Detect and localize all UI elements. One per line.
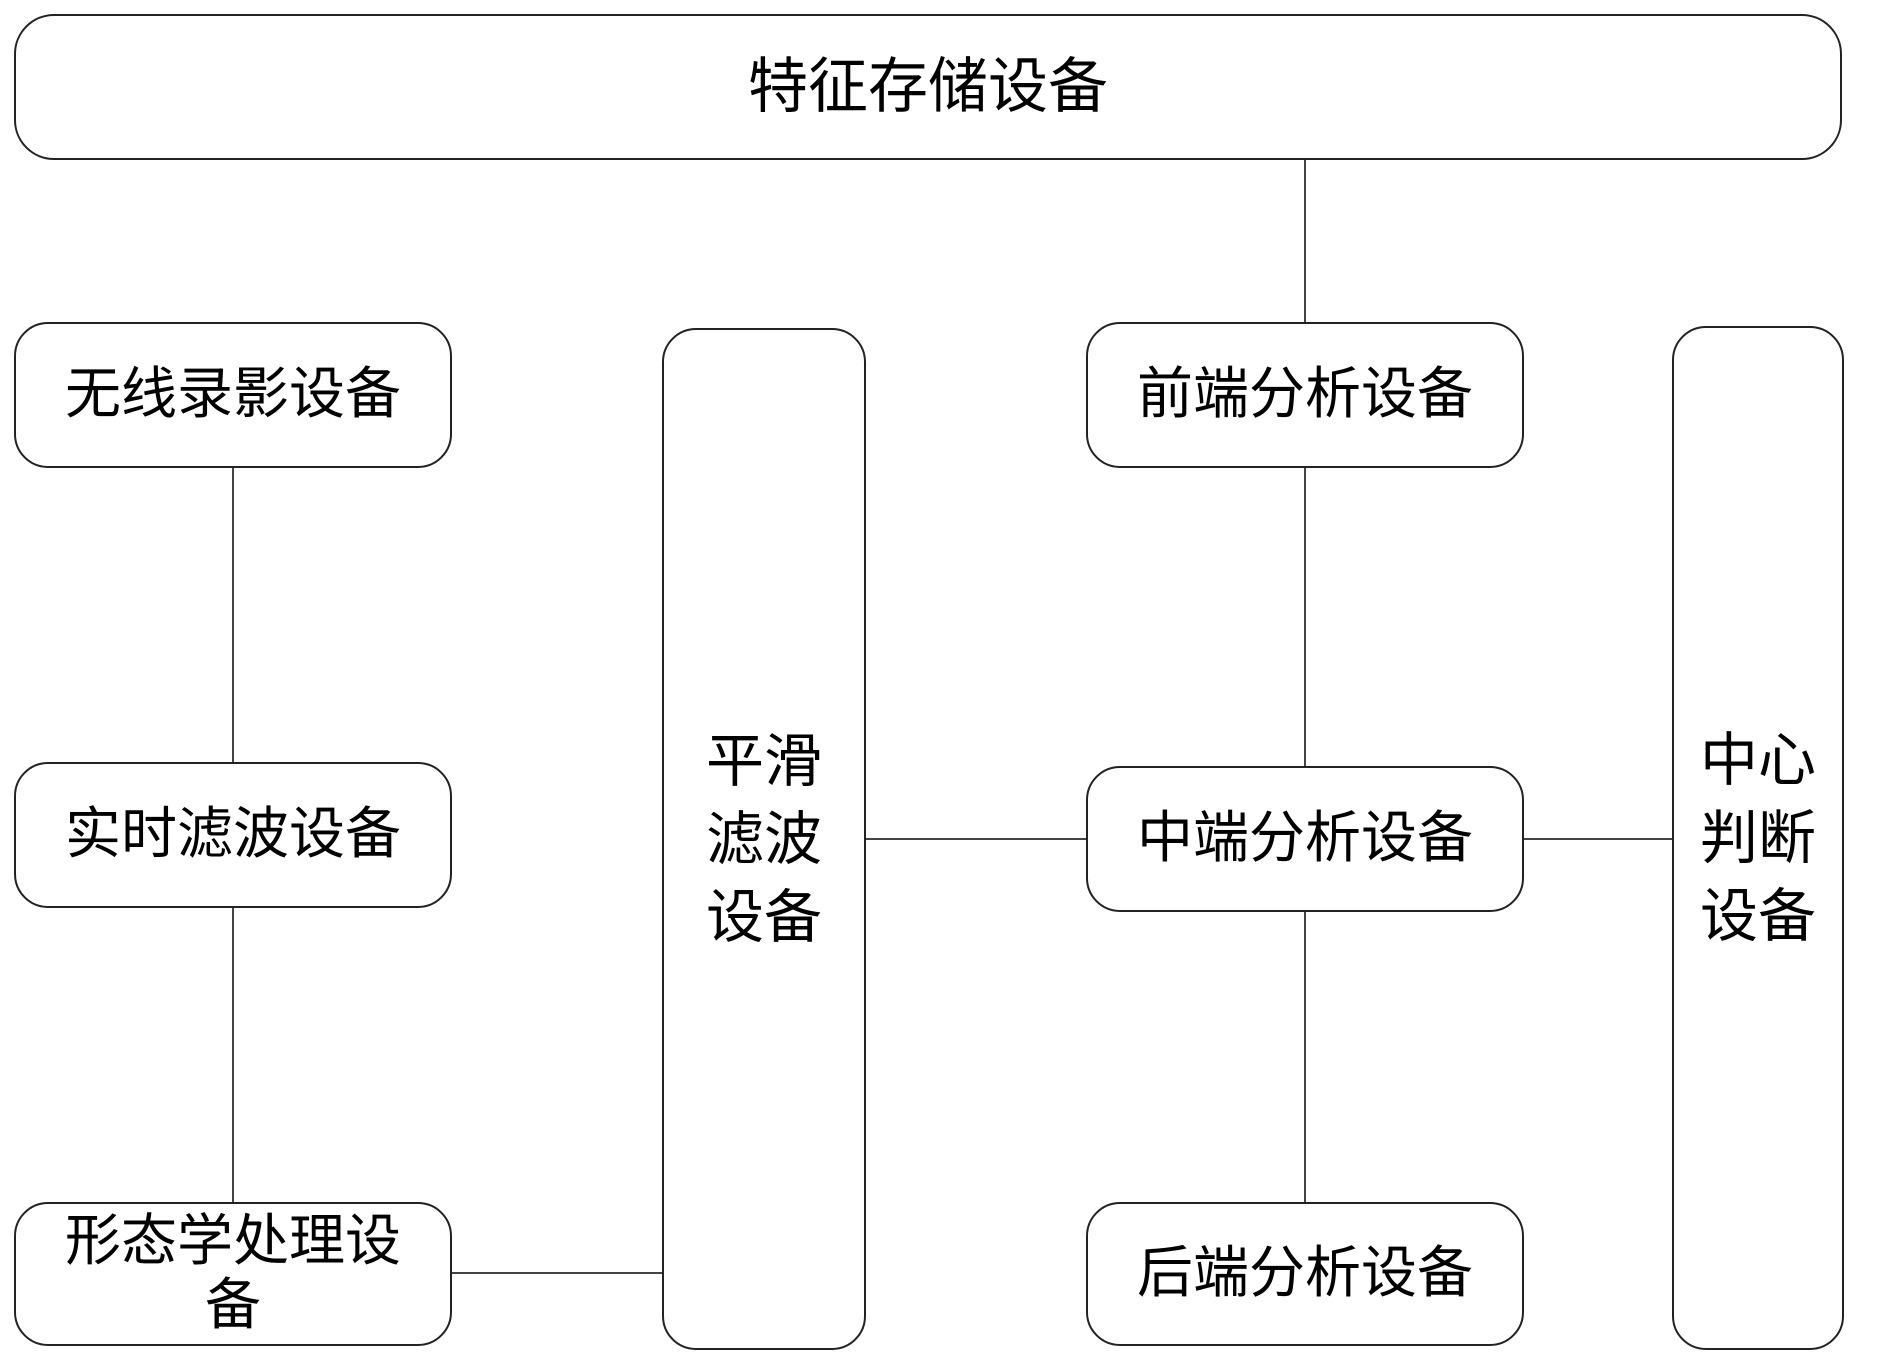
connector-storage-frontend bbox=[1304, 158, 1306, 322]
connector-midend-backend bbox=[1304, 910, 1306, 1202]
connector-frontend-midend bbox=[1304, 466, 1306, 766]
central-judgment-box: 中心 判断 设备 bbox=[1672, 326, 1844, 1350]
feature-storage-box: 特征存储设备 bbox=[14, 14, 1842, 160]
connector-morphology-smooth bbox=[452, 1272, 662, 1274]
connector-realtime-morphology bbox=[232, 906, 234, 1202]
realtime-filter-box: 实时滤波设备 bbox=[14, 762, 452, 908]
connector-wireless-realtime bbox=[232, 466, 234, 762]
frontend-analysis-box: 前端分析设备 bbox=[1086, 322, 1524, 468]
connector-smooth-midend bbox=[864, 838, 1086, 840]
morphology-processing-box: 形态学处理设备 bbox=[14, 1202, 452, 1346]
connector-midend-central bbox=[1522, 838, 1672, 840]
wireless-recording-box: 无线录影设备 bbox=[14, 322, 452, 468]
midend-analysis-box: 中端分析设备 bbox=[1086, 766, 1524, 912]
smooth-filter-box: 平滑 滤波 设备 bbox=[662, 328, 866, 1350]
backend-analysis-box: 后端分析设备 bbox=[1086, 1202, 1524, 1346]
